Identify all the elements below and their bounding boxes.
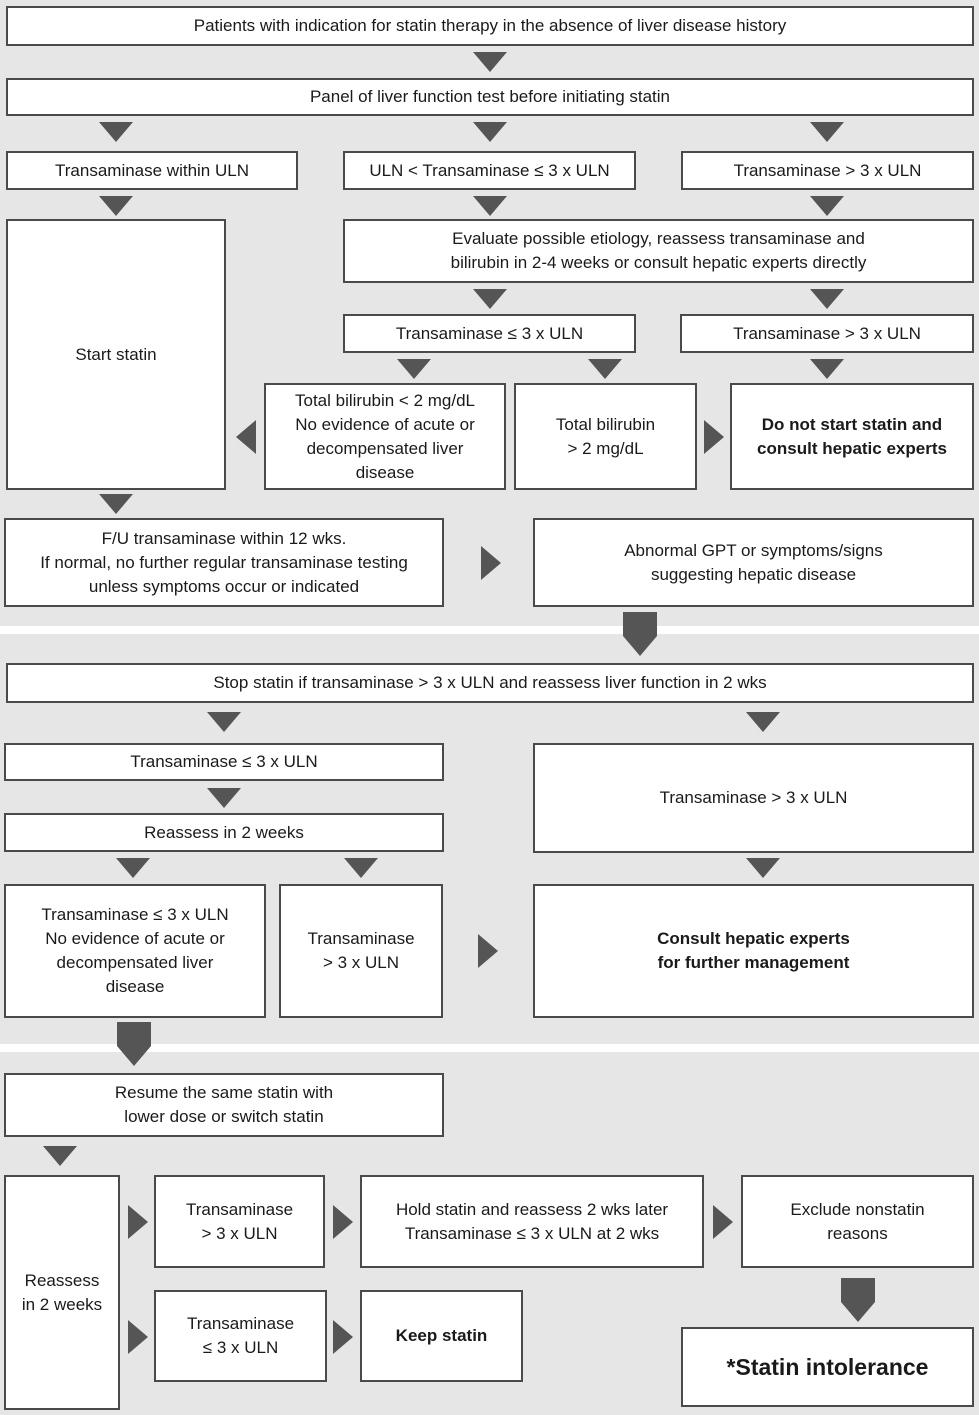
arrow-down xyxy=(473,289,507,309)
node-consult-further: Consult hepatic experts for further mana… xyxy=(533,884,974,1018)
node-reassess-2w: Reassess in 2 weeks xyxy=(4,813,444,852)
arrow-down xyxy=(473,52,507,72)
node-trans-le-3x-c: Transaminase ≤ 3 x ULN xyxy=(154,1290,327,1382)
node-keep-statin: Keep statin xyxy=(360,1290,523,1382)
arrow-down xyxy=(99,494,133,514)
node-abnormal-gpt: Abnormal GPT or symptoms/signs suggestin… xyxy=(533,518,974,607)
arrow-right xyxy=(333,1205,353,1239)
arrow-down xyxy=(810,359,844,379)
arrow-down-large xyxy=(841,1278,875,1322)
node-bili-gt-2: Total bilirubin > 2 mg/dL xyxy=(514,383,697,490)
node-start-statin: Start statin xyxy=(6,219,226,490)
arrow-down xyxy=(810,196,844,216)
node-trans-gt-3x-b: Transaminase > 3 x ULN xyxy=(680,314,974,353)
arrow-down xyxy=(344,858,378,878)
arrow-right xyxy=(704,420,724,454)
node-trans-within-uln: Transaminase within ULN xyxy=(6,151,298,190)
node-resume-statin: Resume the same statin with lower dose o… xyxy=(4,1073,444,1137)
node-exclude-nonstatin: Exclude nonstatin reasons xyxy=(741,1175,974,1268)
arrow-left xyxy=(236,420,256,454)
arrow-down xyxy=(588,359,622,379)
section-divider xyxy=(0,626,979,634)
arrow-right xyxy=(481,546,501,580)
arrow-down xyxy=(116,858,150,878)
node-evaluate: Evaluate possible etiology, reassess tra… xyxy=(343,219,974,283)
node-reassess-2w-b: Reassess in 2 weeks xyxy=(4,1175,120,1410)
node-do-not-start: Do not start statin and consult hepatic … xyxy=(730,383,974,490)
arrow-down xyxy=(207,788,241,808)
arrow-down xyxy=(397,359,431,379)
node-stop-statin: Stop statin if transaminase > 3 x ULN an… xyxy=(6,663,974,703)
arrow-down xyxy=(99,122,133,142)
arrow-right xyxy=(128,1205,148,1239)
arrow-down xyxy=(746,712,780,732)
node-fu-transaminase: F/U transaminase within 12 wks. If norma… xyxy=(4,518,444,607)
section-divider xyxy=(0,1044,979,1052)
node-trans-gt-3x-d: Transaminase > 3 x ULN xyxy=(279,884,443,1018)
arrow-down xyxy=(746,858,780,878)
node-trans-le-3x-noevid: Transaminase ≤ 3 x ULN No evidence of ac… xyxy=(4,884,266,1018)
arrow-right xyxy=(333,1320,353,1354)
node-panel: Panel of liver function test before init… xyxy=(6,78,974,116)
arrow-down xyxy=(99,196,133,216)
arrow-right xyxy=(713,1205,733,1239)
arrow-down xyxy=(810,289,844,309)
node-trans-le-3x-b: Transaminase ≤ 3 x ULN xyxy=(4,743,444,781)
arrow-down xyxy=(473,122,507,142)
node-trans-le-3x-a: Transaminase ≤ 3 x ULN xyxy=(343,314,636,353)
node-top: Patients with indication for statin ther… xyxy=(6,6,974,46)
arrow-down xyxy=(473,196,507,216)
node-statin-intolerance: *Statin intolerance xyxy=(681,1327,974,1407)
node-hold-statin: Hold statin and reassess 2 wks later Tra… xyxy=(360,1175,704,1268)
node-trans-gt-3x-e: Transaminase > 3 x ULN xyxy=(154,1175,325,1268)
node-bili-lt-2: Total bilirubin < 2 mg/dL No evidence of… xyxy=(264,383,506,490)
node-uln-to-3x: ULN < Transaminase ≤ 3 x ULN xyxy=(343,151,636,190)
arrow-right xyxy=(128,1320,148,1354)
arrow-down xyxy=(43,1146,77,1166)
arrow-down-large xyxy=(623,612,657,656)
arrow-down-large xyxy=(117,1022,151,1066)
node-trans-gt-3x-c: Transaminase > 3 x ULN xyxy=(533,743,974,853)
arrow-down xyxy=(207,712,241,732)
arrow-right xyxy=(478,934,498,968)
node-trans-gt-3x-a: Transaminase > 3 x ULN xyxy=(681,151,974,190)
arrow-down xyxy=(810,122,844,142)
